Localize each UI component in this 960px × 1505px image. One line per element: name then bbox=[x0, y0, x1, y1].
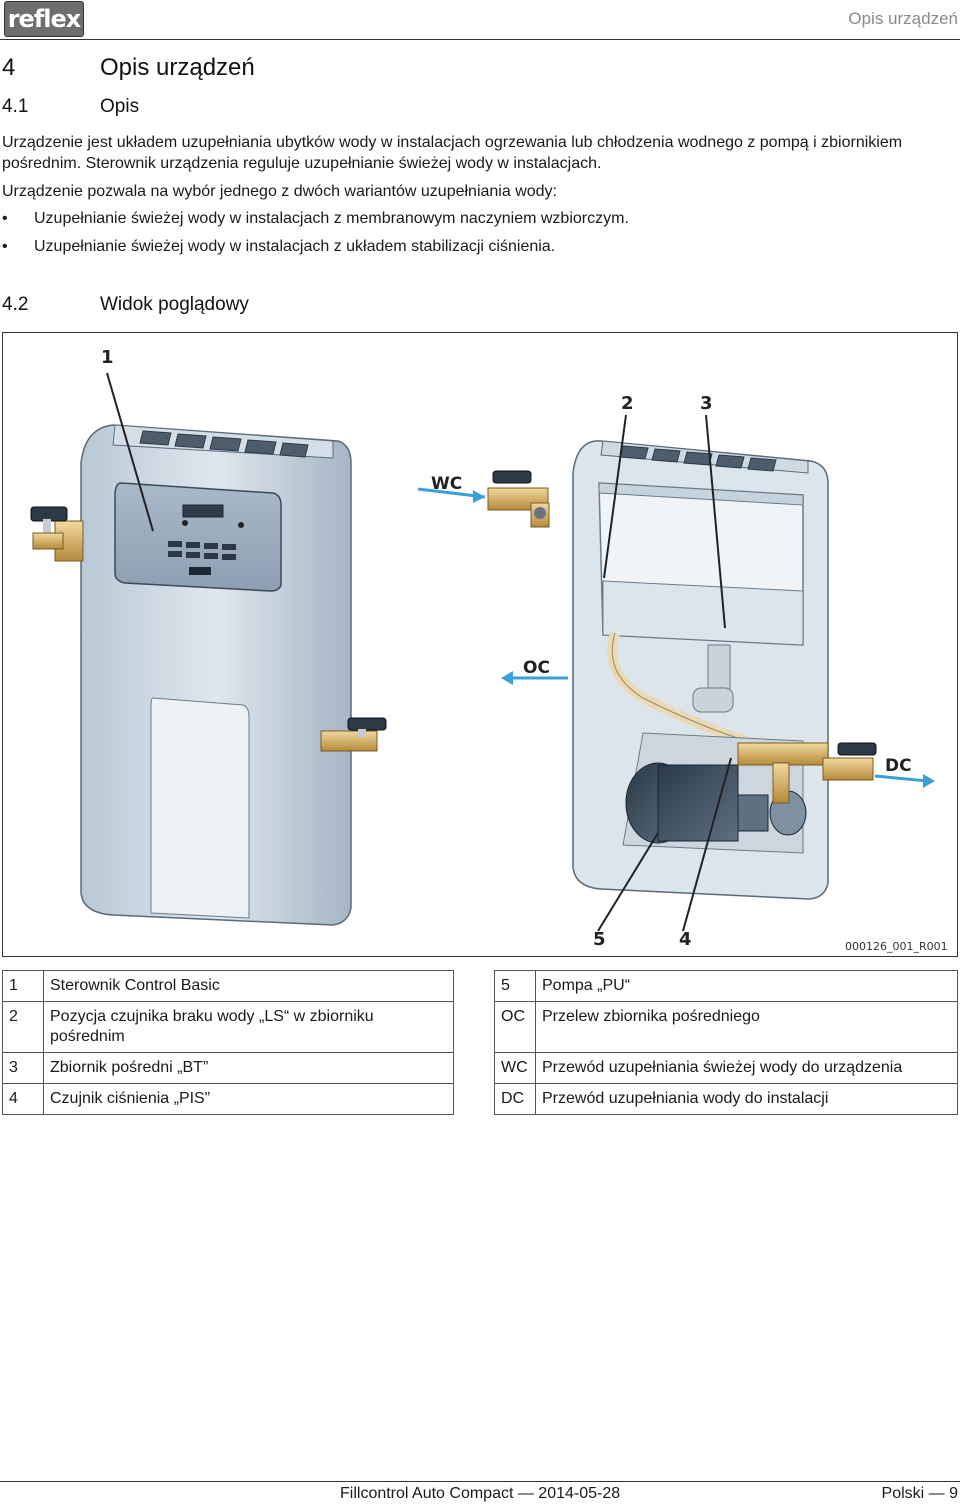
wc-inlet-valve bbox=[487, 470, 550, 528]
legend-desc: Przelew zbiornika pośredniego bbox=[535, 1001, 958, 1053]
legend-key: 1 bbox=[2, 970, 44, 1002]
right-outlet-valve bbox=[320, 717, 387, 752]
header-section-title: Opis urządzeń bbox=[848, 9, 958, 28]
label-oc: OC bbox=[523, 658, 550, 678]
description-paragraph: Urządzenie jest układem uzupełniania uby… bbox=[2, 134, 903, 172]
legend-desc: Przewód uzupełniania wody do instalacji bbox=[535, 1083, 958, 1115]
legend-desc: Przewód uzupełniania świeżej wody do urz… bbox=[535, 1052, 958, 1084]
legend-key: 5 bbox=[494, 970, 536, 1002]
label-2: 2 bbox=[621, 393, 634, 414]
label-wc: WC bbox=[431, 474, 462, 494]
subsection-number-4-1: 4.1 bbox=[2, 96, 29, 117]
section-title: Opis urządzeń bbox=[100, 54, 255, 81]
header-divider bbox=[0, 39, 960, 40]
list-item-text: Uzupełnianie świeżej wody w instalacjach… bbox=[34, 210, 629, 227]
leader-lines bbox=[106, 372, 732, 932]
open-unit bbox=[487, 440, 877, 900]
reflex-logo: reflex bbox=[4, 1, 84, 37]
legend-desc: Pompa „PU“ bbox=[535, 970, 958, 1002]
closed-unit bbox=[30, 424, 387, 926]
left-inlet-valve bbox=[30, 506, 84, 562]
legend-key: WC bbox=[494, 1052, 536, 1084]
bullet-dot: • bbox=[2, 210, 8, 227]
legend-desc: Czujnik ciśnienia „PIS” bbox=[43, 1083, 454, 1115]
subsection-title-4-1: Opis bbox=[100, 96, 140, 117]
wc-arrow bbox=[417, 487, 486, 503]
footer-divider bbox=[0, 1481, 960, 1482]
legend-key: DC bbox=[494, 1083, 536, 1115]
footer-document-title: Fillcontrol Auto Compact — 2014-05-28 bbox=[340, 1485, 621, 1502]
legend-key: 3 bbox=[2, 1052, 44, 1084]
label-1: 1 bbox=[101, 347, 114, 368]
pump bbox=[625, 762, 807, 844]
device-illustration: 1 2 3 4 5 WC OC DC 000126_001_R001 bbox=[30, 347, 948, 953]
legend-key: 4 bbox=[2, 1083, 44, 1115]
legend-desc: Zbiornik pośredni „BT” bbox=[43, 1052, 454, 1084]
subsection-title-4-2: Widok poglądowy bbox=[100, 294, 249, 315]
list-item-text: Uzupełnianie świeżej wody w instalacjach… bbox=[34, 238, 556, 255]
legend-key: 2 bbox=[2, 1001, 44, 1053]
legend-desc: Sterownik Control Basic bbox=[43, 970, 454, 1002]
variants-intro: Urządzenie pozwala na wybór jednego z dw… bbox=[2, 183, 557, 200]
device-overview-figure: 1 2 3 4 5 WC OC DC 000126_001_R001 bbox=[2, 332, 958, 957]
legend-key: OC bbox=[494, 1001, 536, 1053]
label-dc: DC bbox=[885, 756, 912, 776]
legend-desc: Pozycja czujnika braku wody „LS“ w zbior… bbox=[43, 1001, 454, 1053]
footer-page-number: Polski — 9 bbox=[881, 1485, 958, 1502]
label-5: 5 bbox=[593, 929, 606, 950]
dc-arrow bbox=[874, 774, 935, 788]
bullet-dot: • bbox=[2, 238, 8, 255]
subsection-number-4-2: 4.2 bbox=[2, 294, 29, 315]
section-number: 4 bbox=[2, 54, 16, 81]
label-3: 3 bbox=[700, 393, 713, 414]
figure-code: 000126_001_R001 bbox=[845, 940, 948, 953]
outlet-fittings bbox=[737, 742, 877, 804]
oc-arrow bbox=[501, 671, 568, 685]
label-4: 4 bbox=[679, 929, 692, 950]
